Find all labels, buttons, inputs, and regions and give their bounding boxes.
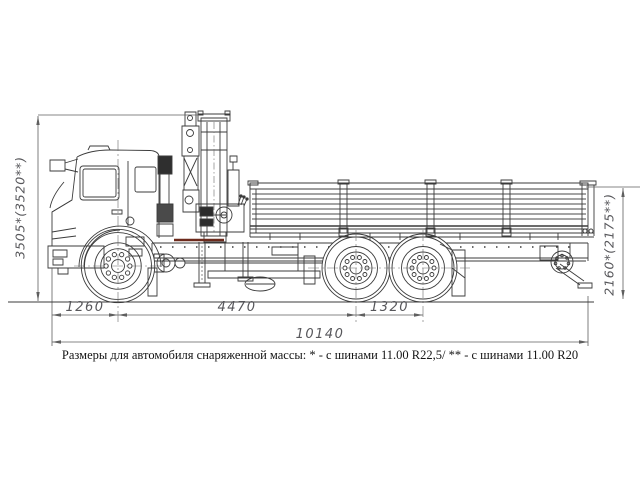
- crane-manipulator: [174, 111, 253, 287]
- underbody-equipment: [148, 243, 592, 296]
- dim-platform-height-label: 2160*(2175**): [601, 193, 617, 296]
- cargo-platform: [248, 180, 596, 240]
- dim-overall-height-label: 3505*(3520**): [12, 156, 28, 259]
- dim-bogie-spread-label: 1320: [369, 300, 410, 315]
- centerlines: [74, 140, 470, 322]
- dimension-arrows: [36, 116, 625, 344]
- dim-wheelbase-label: 4470: [217, 300, 257, 315]
- dim-overall-length-label: 10140: [295, 327, 345, 342]
- drawing-caption: Размеры для автомобиля снаряженной массы…: [61, 348, 579, 362]
- cab: [48, 146, 173, 274]
- dim-front-overhang-label: 1260: [65, 300, 105, 315]
